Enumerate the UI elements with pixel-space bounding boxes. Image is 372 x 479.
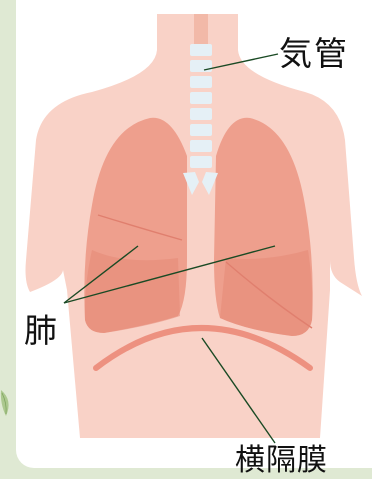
trachea-label: 気管 — [279, 37, 349, 70]
diaphragm-label: 横隔膜 — [235, 446, 328, 476]
trachea-tube — [194, 14, 208, 44]
leaf-decoration-icon — [0, 388, 14, 418]
lungs-label: 肺 — [24, 314, 57, 347]
right-lung-lower-lobe — [220, 250, 313, 336]
